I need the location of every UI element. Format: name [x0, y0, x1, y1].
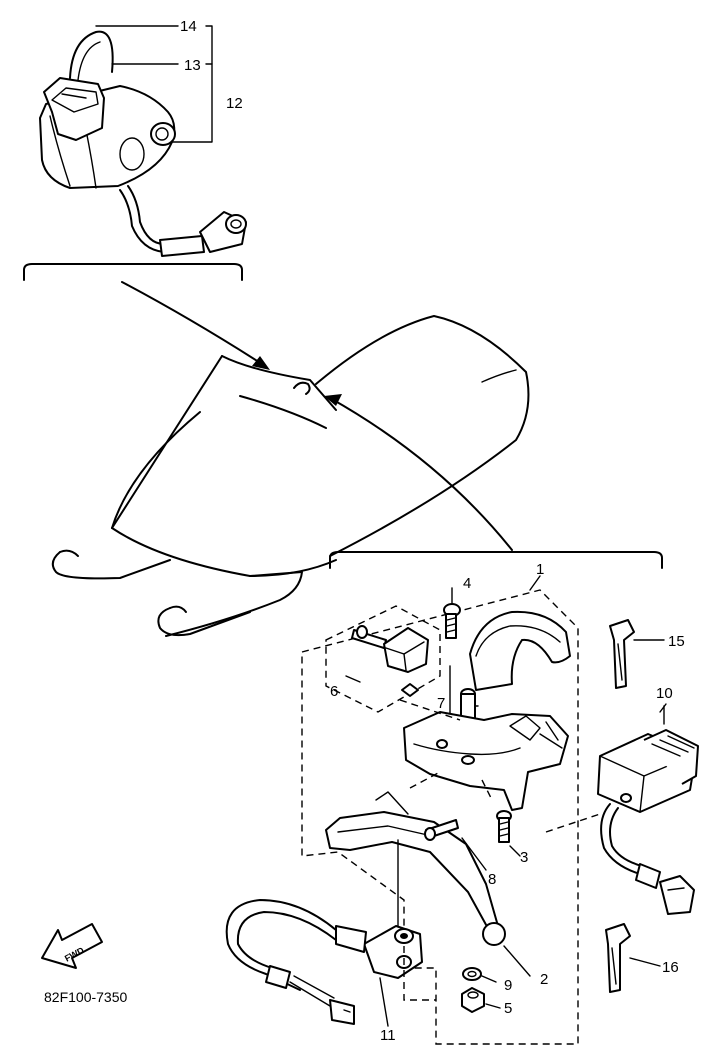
detail-bracket [329, 551, 663, 569]
callout-7: 7 [437, 695, 445, 712]
part-11-switch [225, 899, 423, 1027]
callout-1: 1 [536, 561, 544, 578]
snowmobile-outline [51, 281, 530, 637]
callout-14: 14 [180, 18, 197, 35]
callout-2: 2 [540, 971, 548, 988]
callout-4: 4 [463, 575, 471, 592]
part-code: 82F100-7350 [44, 989, 128, 1005]
fwd-arrow-icon: FWD [41, 923, 103, 969]
part-9-washer [462, 967, 497, 983]
callout-16: 16 [662, 959, 679, 976]
part-6-block [351, 625, 429, 697]
part-3-screw [496, 810, 512, 843]
callout-5: 5 [504, 1000, 512, 1017]
inset-switch-assembly [23, 25, 247, 281]
callout-11: 11 [380, 1027, 396, 1044]
callout-3: 3 [520, 849, 528, 866]
callout-9: 9 [504, 977, 512, 994]
callout-12: 12 [226, 95, 243, 112]
part-5-nut [461, 987, 501, 1013]
part-4-bolt [443, 587, 461, 639]
callout-6: 6 [330, 683, 338, 700]
callout-8: 8 [488, 871, 496, 888]
part-15-cable-tie [609, 619, 665, 689]
part-2-lever [325, 791, 506, 946]
top-cover [469, 610, 571, 691]
callout-15: 15 [668, 633, 685, 650]
group-6-outline [325, 605, 441, 713]
part-10-module [597, 705, 699, 915]
callout-10: 10 [656, 685, 673, 702]
group-1-outline [301, 589, 579, 1045]
part-16-cable-tie [605, 923, 661, 993]
part-8-screw [424, 819, 459, 841]
lever-bracket [403, 711, 569, 811]
callout-13: 13 [184, 57, 201, 74]
